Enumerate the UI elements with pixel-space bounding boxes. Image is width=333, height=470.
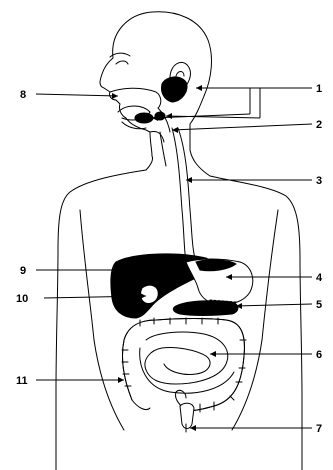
rectum bbox=[175, 390, 194, 432]
label-9: 9 bbox=[20, 265, 26, 277]
label-3: 3 bbox=[316, 175, 322, 187]
trachea-left bbox=[160, 132, 166, 166]
arrowhead-8 bbox=[112, 93, 118, 99]
head-outline bbox=[100, 12, 211, 156]
gallbladder bbox=[141, 285, 159, 303]
rectum-shape bbox=[180, 403, 194, 428]
eye-outline bbox=[116, 61, 128, 64]
submandibular-gland bbox=[135, 113, 153, 123]
appendix bbox=[132, 400, 150, 410]
parotid-gland bbox=[161, 77, 187, 102]
pointer-8 bbox=[36, 94, 118, 96]
torso-outline bbox=[56, 170, 302, 470]
left-arm-line bbox=[80, 210, 94, 340]
label-6: 6 bbox=[316, 349, 322, 361]
label-7: 7 bbox=[316, 423, 322, 435]
arrowhead-3 bbox=[186, 177, 192, 183]
small-intestine-coil-2 bbox=[140, 348, 234, 393]
esophagus bbox=[150, 108, 196, 262]
ear-inner bbox=[176, 72, 184, 77]
label-11: 11 bbox=[16, 375, 28, 387]
label-2: 2 bbox=[316, 119, 322, 131]
label-10: 10 bbox=[16, 293, 28, 305]
arrowhead-1a bbox=[196, 85, 202, 91]
nasal-cavity bbox=[110, 88, 161, 108]
arrowhead-1b bbox=[166, 113, 172, 119]
label-4: 4 bbox=[316, 272, 323, 284]
arrowhead-6 bbox=[210, 351, 216, 357]
small-intestine bbox=[140, 332, 234, 393]
pointer-2 bbox=[172, 124, 312, 130]
pancreas bbox=[173, 301, 238, 316]
label-1: 1 bbox=[316, 83, 322, 95]
arrowhead-11 bbox=[118, 377, 124, 383]
small-intestine-coil bbox=[145, 332, 228, 384]
right-arm-line bbox=[262, 210, 278, 340]
label-8: 8 bbox=[20, 89, 26, 101]
label-5: 5 bbox=[316, 299, 322, 311]
